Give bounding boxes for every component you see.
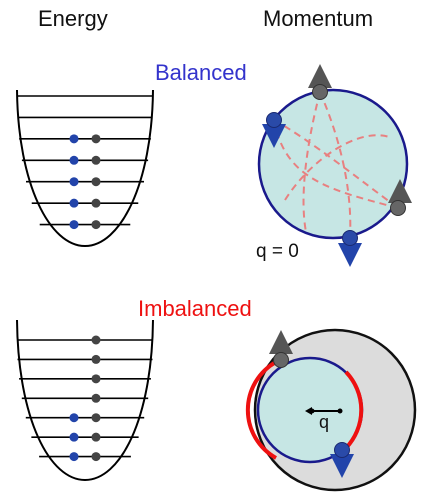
pair-line-1	[319, 91, 352, 239]
spin-up-particle	[91, 374, 101, 384]
imbalanced-energy-well	[16, 319, 154, 482]
spin-up-particle	[91, 177, 101, 187]
spin-up-particle	[91, 155, 101, 165]
spin-down-particle	[69, 155, 79, 165]
q-vector-origin	[337, 408, 343, 414]
q-zero-label: q = 0	[256, 241, 299, 262]
spin-down-particle	[69, 177, 79, 187]
imbalanced-well-curve	[16, 319, 154, 482]
spin-up-particle	[91, 393, 101, 403]
spin-up-particle	[91, 432, 101, 442]
spin-up-particle	[91, 354, 101, 364]
imbalanced-title: Imbalanced	[138, 296, 252, 321]
spin-up-particle	[91, 413, 101, 423]
mismatch-arc-right	[344, 370, 364, 450]
spin-up-particle	[390, 200, 406, 216]
spin-up-particle	[91, 134, 101, 144]
momentum-header: Momentum	[263, 6, 374, 31]
spin-down-particle	[69, 134, 79, 144]
spin-up-particle	[91, 335, 101, 345]
spin-up-particle	[91, 198, 101, 208]
imbalanced-fermi-spheres	[245, 328, 417, 492]
spin-up-particle	[273, 352, 289, 368]
balanced-fermi-sphere	[257, 64, 412, 267]
energy-header: Energy	[38, 6, 108, 31]
balanced-sphere-disk	[257, 88, 409, 240]
spin-up-particle	[312, 84, 328, 100]
pair-line-5	[284, 134, 393, 201]
balanced-title: Balanced	[155, 60, 247, 85]
q-vector-label: q	[319, 412, 330, 432]
pair-line-4	[273, 119, 399, 209]
mismatch-arc-left	[245, 360, 277, 460]
spin-down-particle	[69, 452, 79, 462]
spin-down-particle	[69, 432, 79, 442]
q-vector-head	[305, 407, 312, 415]
spin-down-particle	[334, 442, 350, 458]
spin-down-particle	[342, 230, 358, 246]
spin-down-particle	[69, 220, 79, 230]
balanced-well-curve	[16, 89, 154, 248]
spin-down-particle	[69, 413, 79, 423]
q-vector-end	[309, 408, 315, 414]
pair-line-3	[273, 119, 399, 209]
spin-up-particle	[91, 452, 101, 462]
spin-up-particle	[91, 220, 101, 230]
pair-lines	[273, 91, 399, 239]
spin-down-particle	[69, 198, 79, 208]
balanced-energy-well	[16, 89, 154, 248]
spin-down-particle	[266, 112, 282, 128]
